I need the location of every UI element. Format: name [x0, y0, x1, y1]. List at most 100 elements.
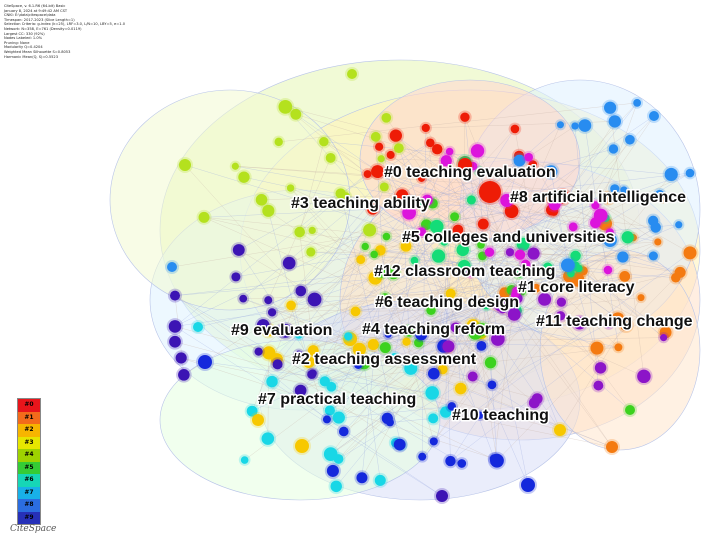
network-edge: [181, 357, 613, 448]
network-edge: [298, 334, 538, 399]
network-edge: [482, 255, 529, 486]
network-node: [466, 195, 476, 205]
network-edge: [340, 193, 402, 445]
network-node: [649, 111, 659, 121]
legend-swatch: #6: [18, 474, 40, 487]
network-node: [307, 369, 317, 379]
network-edge: [319, 292, 505, 360]
network-node: [528, 160, 538, 169]
network-edge: [197, 305, 292, 328]
network-node: [389, 129, 402, 142]
summary-line: Pruning: None: [4, 40, 30, 45]
network-node: [431, 249, 446, 263]
network-node: [544, 165, 558, 178]
network-edge: [455, 327, 461, 389]
network-edge: [298, 246, 407, 336]
network-node: [513, 154, 526, 167]
network-node: [395, 189, 409, 202]
network-node: [454, 382, 467, 395]
cluster-label: #12 classroom teaching: [374, 263, 555, 280]
network-edge: [244, 254, 521, 461]
cluster-label: #0 teaching evaluation: [384, 164, 556, 181]
network-edge: [511, 211, 664, 338]
network-node: [655, 189, 665, 199]
network-edge: [263, 186, 385, 326]
network-edge: [355, 271, 581, 312]
network-node: [286, 300, 296, 311]
network-edge: [479, 256, 624, 416]
network-node: [431, 143, 443, 155]
network-node: [633, 98, 642, 107]
network-node: [504, 204, 519, 219]
network-edge: [174, 295, 402, 446]
network-edge: [290, 187, 444, 347]
network-edge: [298, 196, 563, 355]
network-node: [421, 123, 430, 133]
network-node: [179, 159, 191, 171]
network-node: [610, 184, 620, 194]
network-node: [571, 122, 579, 130]
network-edge: [595, 222, 627, 326]
network-node: [683, 246, 697, 260]
network-edge: [394, 157, 529, 357]
legend-swatch: #5: [18, 461, 40, 474]
network-edge: [389, 418, 434, 423]
network-edge: [267, 352, 270, 439]
cluster-label: #7 practical teaching: [258, 391, 416, 408]
network-edge: [394, 231, 422, 357]
network-edge: [511, 211, 576, 257]
network-node: [379, 342, 391, 354]
network-node: [414, 338, 424, 348]
network-node: [606, 441, 618, 453]
network-edge: [380, 158, 495, 459]
network-edge: [367, 173, 472, 201]
network-edge: [243, 176, 681, 273]
network-node: [543, 262, 553, 272]
network-node: [490, 453, 504, 468]
network-edge: [580, 227, 656, 272]
network-node: [664, 167, 678, 182]
network-edge: [431, 171, 552, 394]
network-edge: [343, 275, 570, 432]
network-edge: [319, 186, 385, 360]
network-node: [440, 155, 452, 167]
legend-swatch: #8: [18, 499, 40, 512]
network-edge: [203, 217, 517, 292]
network-node: [614, 343, 623, 352]
network-edge: [374, 254, 578, 280]
network-edge: [338, 115, 655, 460]
cluster-label: #2 teaching assessment: [292, 351, 477, 368]
network-edge: [431, 229, 459, 393]
network-node: [393, 143, 404, 154]
network-edge: [363, 362, 473, 377]
network-node: [429, 437, 438, 446]
summary-line: Network: N=358, E=761 (Density=0.0119): [4, 26, 82, 31]
network-edge: [463, 243, 498, 461]
network-edge: [238, 249, 443, 370]
network-edge: [299, 173, 368, 233]
network-node: [573, 316, 586, 330]
network-edge: [380, 272, 535, 404]
network-node: [363, 223, 377, 237]
network-edge: [380, 250, 435, 442]
network-node: [575, 264, 583, 273]
network-node: [232, 244, 245, 256]
network-node: [604, 101, 617, 114]
network-node: [278, 100, 293, 114]
network-node: [384, 330, 392, 338]
network-edge: [359, 222, 596, 350]
network-node: [511, 290, 519, 299]
network-edge: [436, 149, 501, 305]
network-node: [386, 418, 394, 427]
network-node: [487, 380, 497, 390]
network-node: [308, 226, 316, 235]
network-edge: [450, 239, 611, 294]
network-node: [457, 259, 471, 273]
network-edge: [261, 192, 488, 201]
network-edge: [243, 293, 451, 299]
network-node: [169, 290, 181, 301]
network-edge: [381, 158, 472, 201]
cluster-label: #9 evaluation: [231, 322, 332, 339]
network-node: [410, 256, 419, 265]
network-node: [650, 222, 661, 233]
